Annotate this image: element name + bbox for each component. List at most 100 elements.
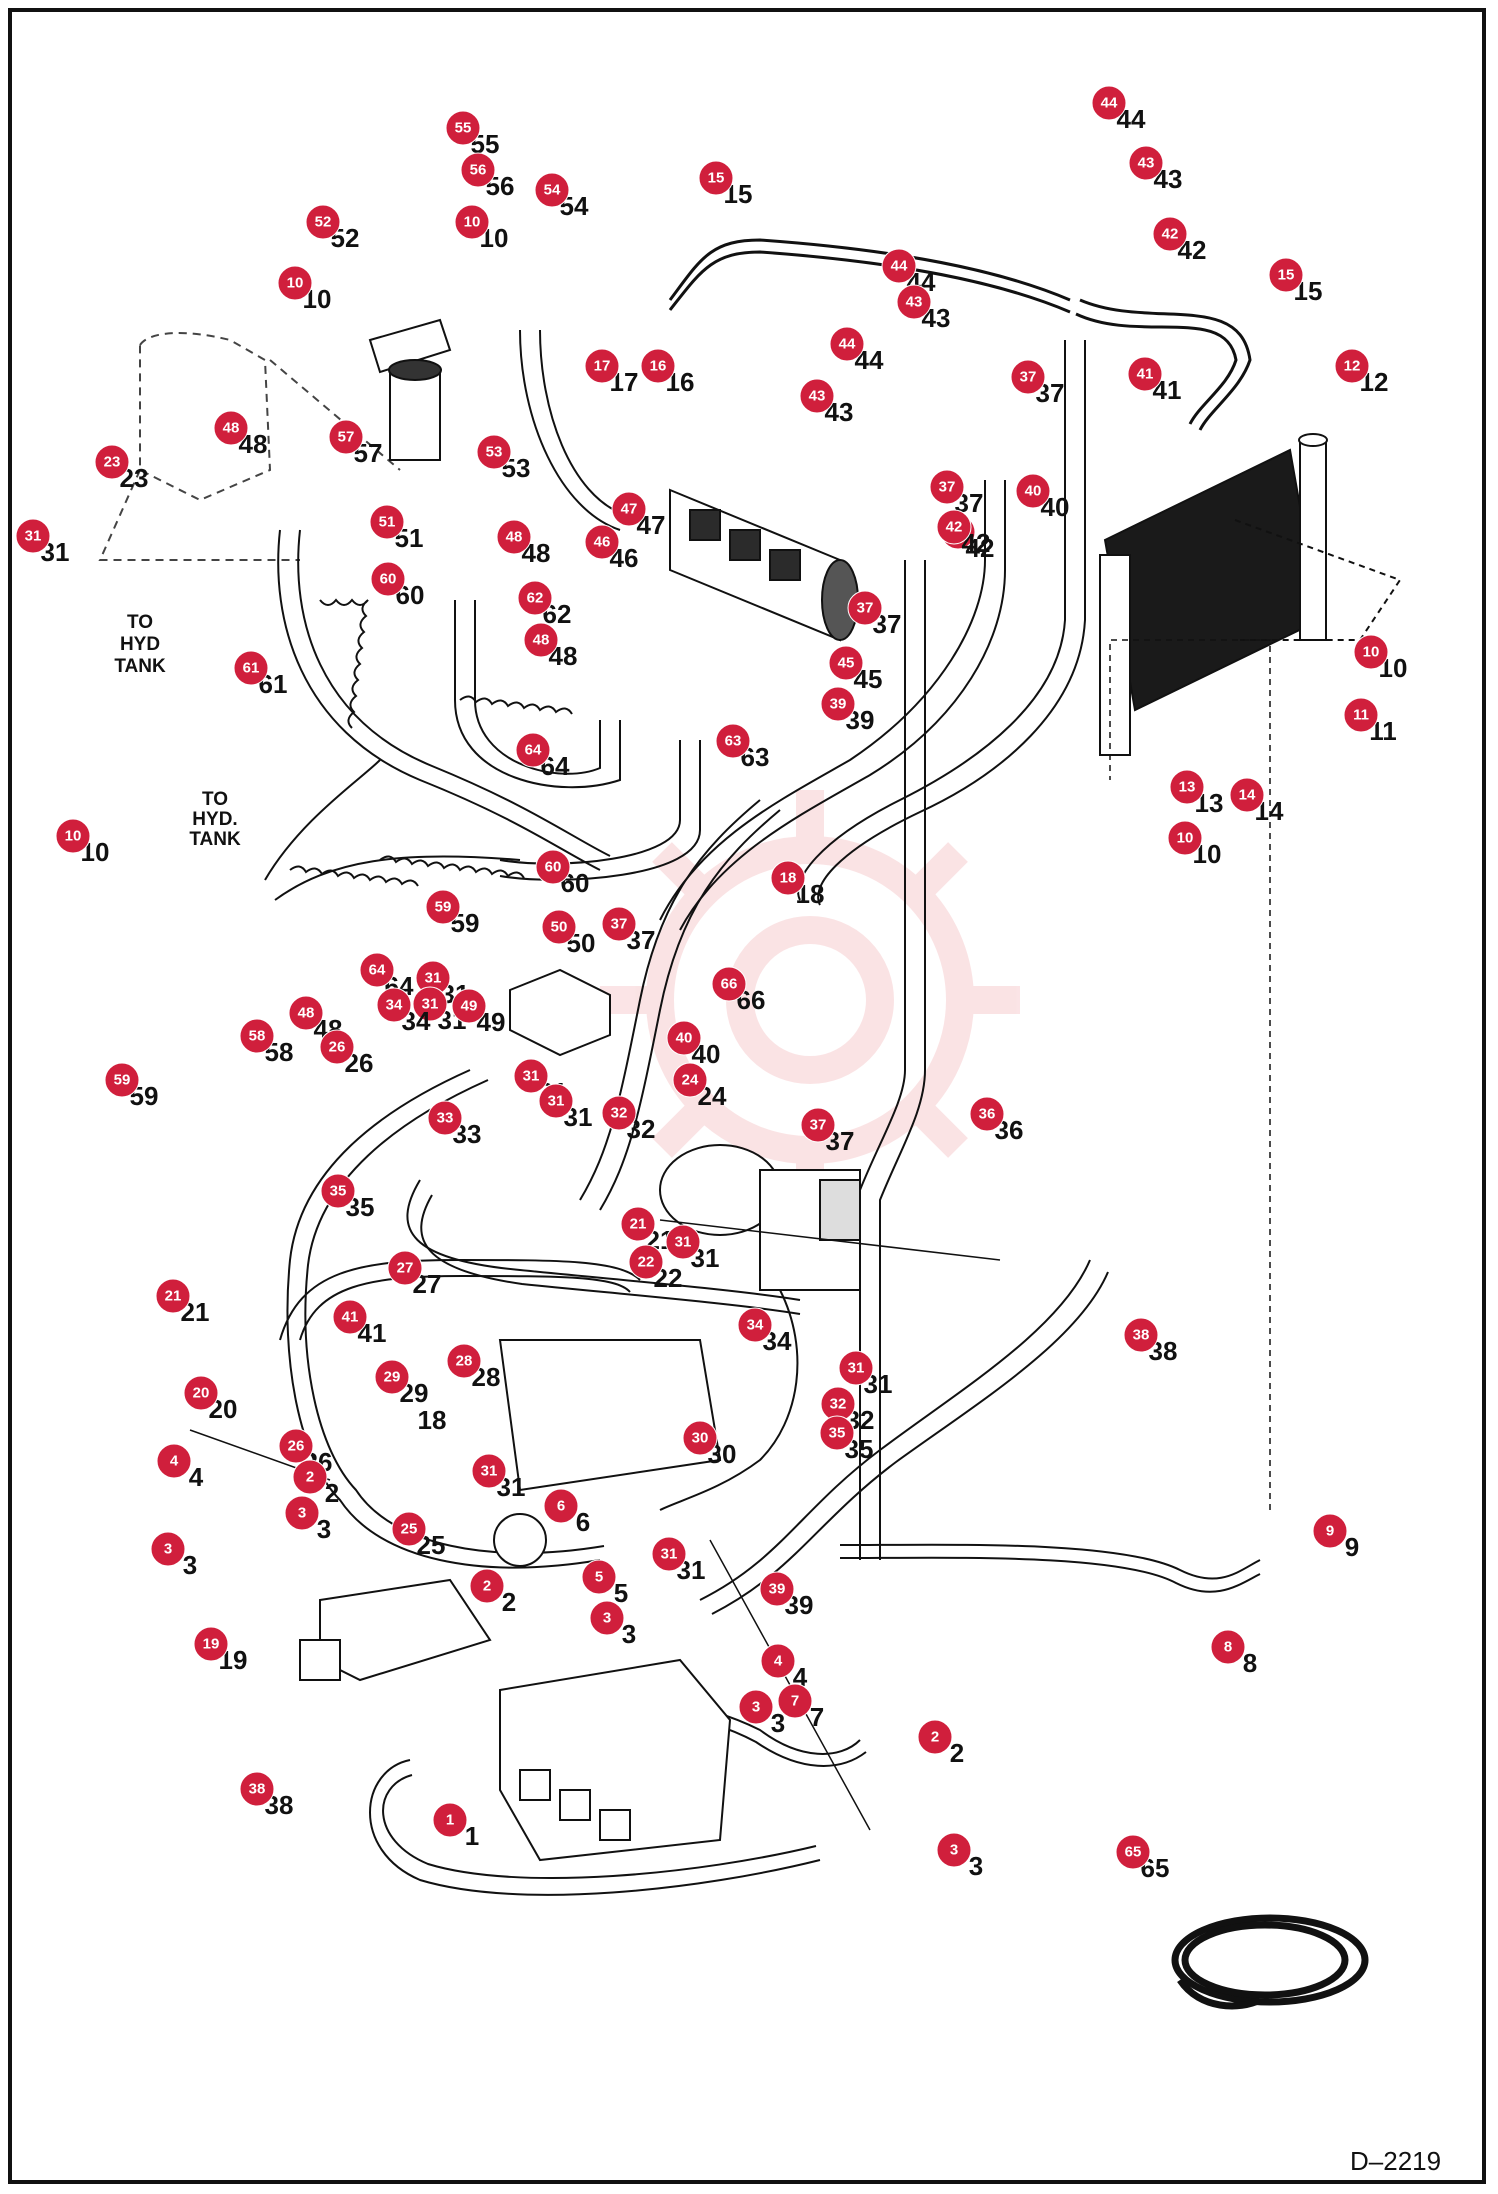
callout-number: 14 (1239, 787, 1256, 804)
callout-shadow-number: 7 (810, 1702, 824, 1732)
callout-badge (156, 1443, 192, 1479)
callout-badge (446, 1343, 482, 1379)
callout-number: 35 (829, 1425, 846, 1442)
callout-number: 29 (384, 1369, 401, 1386)
callout-badge (1115, 1834, 1151, 1870)
callout-badge (515, 732, 551, 768)
callout-number: 26 (329, 1039, 346, 1056)
callout-badge (471, 1453, 507, 1489)
callout-number: 30 (692, 1430, 709, 1447)
callout-shadow-number: 4 (189, 1462, 204, 1492)
callout-badge (601, 1095, 637, 1131)
callout-3: 33 (150, 1531, 197, 1580)
callout-badge (820, 686, 856, 722)
callout-number: 41 (342, 1309, 359, 1326)
callout-number: 10 (464, 214, 481, 231)
tank-label-left-line2: HYD. (192, 809, 237, 830)
callout-number: 13 (1179, 779, 1196, 796)
callout-number: 28 (456, 1353, 473, 1370)
callout-badge (305, 204, 341, 240)
callout-number: 44 (891, 258, 908, 275)
callout-badge (847, 590, 883, 626)
callout-badge (738, 1689, 774, 1725)
callout-badge (589, 1600, 625, 1636)
callout-badge (1091, 85, 1127, 121)
callout-number: 51 (379, 514, 396, 531)
callout-shadow-number: 3 (317, 1514, 331, 1544)
callout-number: 3 (950, 1842, 958, 1859)
callout-badge (150, 1531, 186, 1567)
callout-badge (517, 580, 553, 616)
callout-number: 31 (661, 1546, 678, 1563)
callout-badge (15, 518, 51, 554)
callout-number: 1 (446, 1812, 454, 1829)
callout-badge (584, 524, 620, 560)
callout-9: 99 (1312, 1513, 1359, 1562)
callout-badge (496, 519, 532, 555)
callout-number: 24 (682, 1072, 699, 1089)
callout-badge (828, 645, 864, 681)
callout-badge (233, 650, 269, 686)
callout-badge (672, 1062, 708, 1098)
callout-badge (155, 1278, 191, 1314)
callout-number: 37 (611, 916, 628, 933)
callout-badge (640, 348, 676, 384)
control-valve-middle (493, 1339, 722, 1567)
reference-number: D–2219 (1350, 2146, 1441, 2176)
oil-cooler (1099, 433, 1402, 756)
callout-badge (538, 1083, 574, 1119)
tank-label-line3: TANK (114, 656, 166, 677)
callout-shadow-number: 2 (325, 1478, 339, 1508)
callout-5: 55 (581, 1559, 628, 1608)
callout-shadow-number: 2 (502, 1587, 516, 1617)
tank-label-left-line1: TO (202, 789, 228, 810)
callout-number: 3 (298, 1505, 306, 1522)
callout-badge (838, 1350, 874, 1386)
callout-badge (104, 1062, 140, 1098)
callout-number: 60 (545, 859, 562, 876)
callout-badge (183, 1375, 219, 1411)
callout-number: 10 (1363, 644, 1380, 661)
callout-shadow-number: 8 (1243, 1648, 1257, 1678)
callout-number: 40 (676, 1030, 693, 1047)
callout-number: 5 (595, 1569, 603, 1586)
extra-number-label: 18 (418, 1405, 447, 1435)
callout-badge (917, 1719, 953, 1755)
callout-number: 41 (1137, 366, 1154, 383)
main-control-valve-1 (499, 1658, 732, 1862)
callout-number: 31 (848, 1360, 865, 1377)
callout-badge (1123, 1317, 1159, 1353)
callout-badge (881, 248, 917, 284)
callout-badge (469, 1568, 505, 1604)
callout-badge (799, 378, 835, 414)
hyd-tank-label-upper: TO HYD TANK (114, 612, 166, 677)
callout-number: 17 (594, 358, 611, 375)
callout-badge (374, 1359, 410, 1395)
callout-badge (193, 1626, 229, 1662)
callout-badge (332, 1299, 368, 1335)
